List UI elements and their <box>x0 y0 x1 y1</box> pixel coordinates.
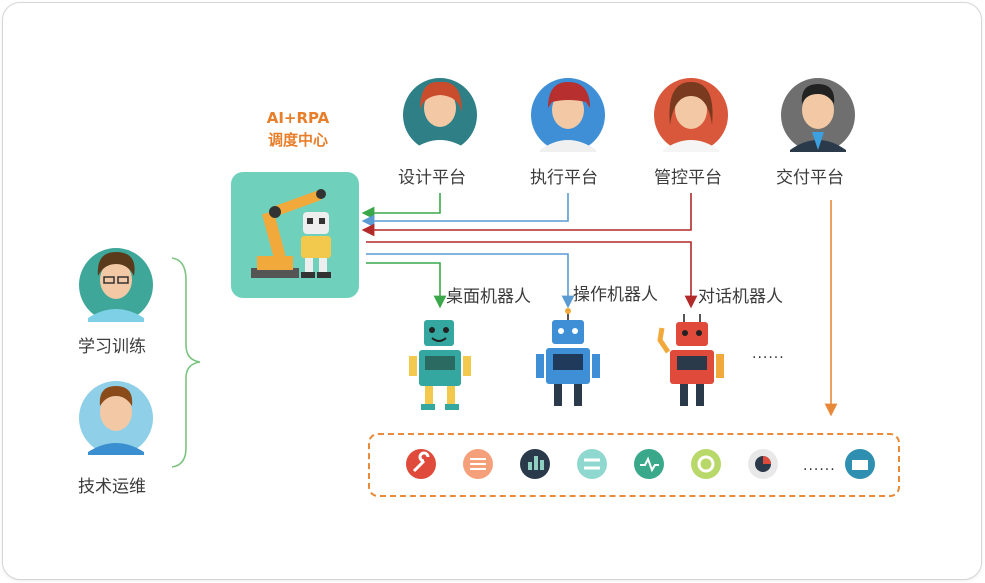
cloud-db-icon <box>845 449 875 479</box>
pulse-icon <box>634 449 664 479</box>
more-tools-ellipsis: ...... <box>803 458 836 474</box>
gear-icon <box>691 449 721 479</box>
toggle-icon <box>577 449 607 479</box>
bar-chart-icon <box>520 449 550 479</box>
pie-chart-icon <box>748 449 778 479</box>
wrench-icon <box>406 449 436 479</box>
sliders-icon <box>463 449 493 479</box>
